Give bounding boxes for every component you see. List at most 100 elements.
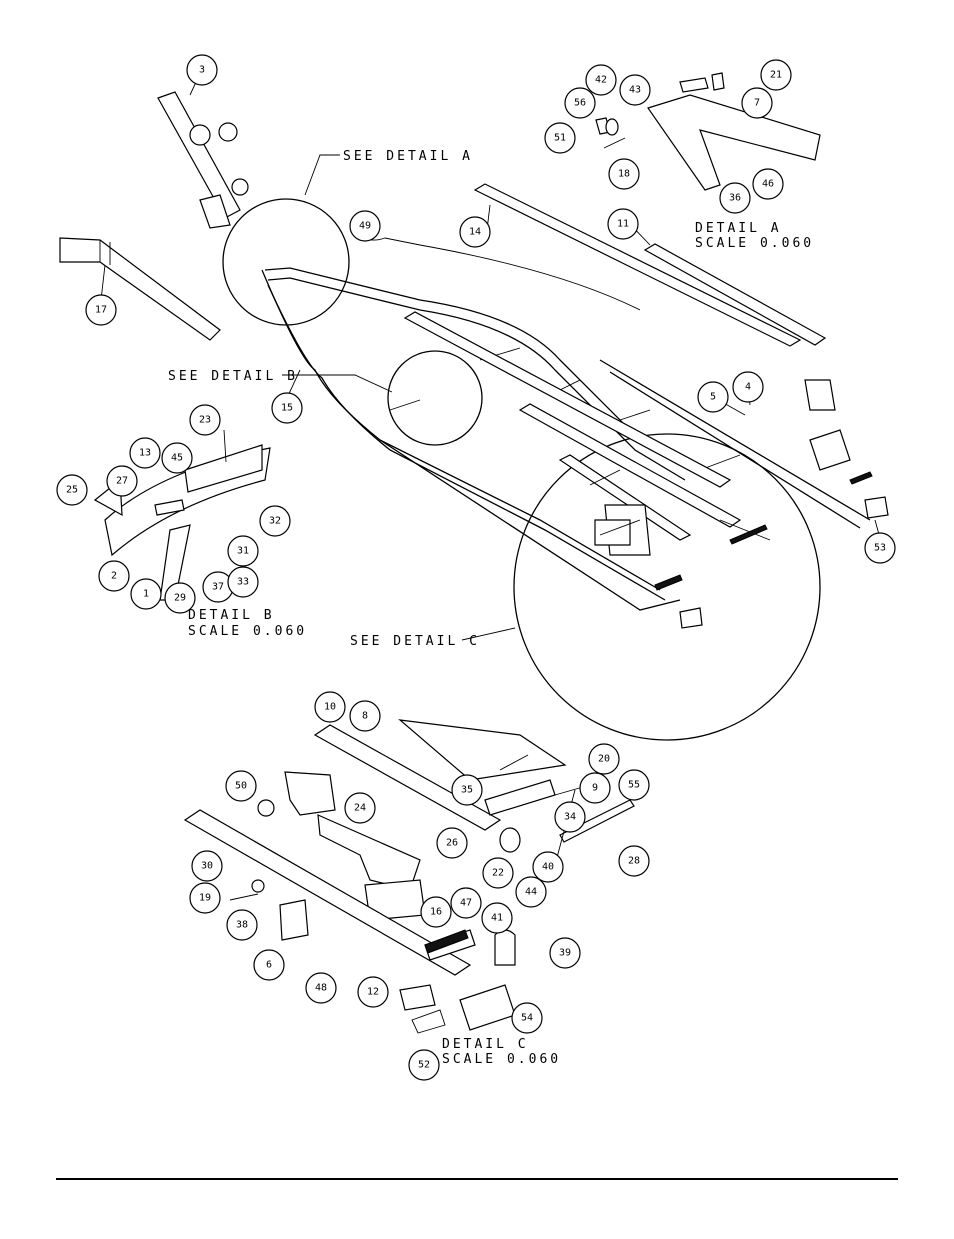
part-balloon-10: 10 <box>314 691 346 723</box>
balloon-number: 37 <box>212 582 224 593</box>
part-balloon-34: 34 <box>554 801 586 833</box>
part-balloon-23: 23 <box>189 404 221 436</box>
part-balloon-45: 45 <box>161 442 193 474</box>
detail-b-scale: SCALE 0.060 <box>188 624 307 639</box>
part-balloon-35: 35 <box>451 774 483 806</box>
winch-stand-3 <box>157 91 249 229</box>
balloon-number: 20 <box>598 754 610 765</box>
balloon-circle <box>227 535 259 567</box>
balloon-circle <box>349 210 381 242</box>
part-balloon-33: 33 <box>227 566 259 598</box>
balloon-circle <box>85 294 117 326</box>
balloon-number: 36 <box>729 193 741 204</box>
detail-b-title: DETAIL B <box>188 608 275 623</box>
balloon-circle <box>608 158 640 190</box>
balloon-number: 18 <box>618 169 630 180</box>
detail-a-title: DETAIL A <box>695 221 782 236</box>
tongue-17 <box>59 237 221 341</box>
balloon-circle <box>271 392 303 424</box>
balloon-number: 4 <box>745 382 751 393</box>
balloon-circle <box>98 560 130 592</box>
part-balloon-39: 39 <box>549 937 581 969</box>
balloon-circle <box>189 404 221 436</box>
part-balloon-51: 51 <box>544 122 576 154</box>
balloon-number: 52 <box>418 1060 430 1071</box>
balloon-circle <box>511 1002 543 1034</box>
balloon-number: 17 <box>95 305 107 316</box>
balloon-number: 33 <box>237 577 249 588</box>
part-balloon-27: 27 <box>106 465 138 497</box>
part-balloon-54: 54 <box>511 1002 543 1034</box>
balloon-circle <box>189 882 221 914</box>
balloon-circle <box>481 902 513 934</box>
balloon-circle <box>619 74 651 106</box>
balloon-number: 34 <box>564 812 576 823</box>
balloon-number: 23 <box>199 415 211 426</box>
part-balloon-8: 8 <box>349 700 381 732</box>
part-balloon-11: 11 <box>607 208 639 240</box>
part-balloon-20: 20 <box>588 743 620 775</box>
detail-b-assembly <box>93 429 271 601</box>
part-balloon-46: 46 <box>752 168 784 200</box>
balloon-number: 10 <box>324 702 336 713</box>
part-balloon-49: 49 <box>349 210 381 242</box>
balloon-circle <box>588 743 620 775</box>
balloon-circle <box>564 87 596 119</box>
part-balloon-21: 21 <box>760 59 792 91</box>
balloon-circle <box>129 437 161 469</box>
balloon-number: 46 <box>762 179 774 190</box>
balloon-number: 42 <box>595 75 607 86</box>
balloon-number: 29 <box>174 593 186 604</box>
balloon-number: 35 <box>461 785 473 796</box>
balloon-number: 16 <box>430 907 442 918</box>
balloon-circle <box>436 827 468 859</box>
balloon-number: 12 <box>367 987 379 998</box>
balloon-circle <box>719 182 751 214</box>
part-balloon-56: 56 <box>564 87 596 119</box>
balloon-circle <box>349 700 381 732</box>
balloon-number: 19 <box>199 893 211 904</box>
balloon-circle <box>459 216 491 248</box>
part-balloon-12: 12 <box>357 976 389 1008</box>
part-balloon-1: 1 <box>130 578 162 610</box>
part-balloon-9: 9 <box>579 772 611 804</box>
part-balloon-43: 43 <box>619 74 651 106</box>
balloon-number: 32 <box>269 516 281 527</box>
balloon-circle <box>314 691 346 723</box>
part-balloon-29: 29 <box>164 582 196 614</box>
part-balloon-7: 7 <box>741 87 773 119</box>
balloon-number: 15 <box>281 403 293 414</box>
balloon-circle <box>253 949 285 981</box>
main-frame <box>261 183 889 629</box>
part-balloon-22: 22 <box>482 857 514 889</box>
part-balloon-5: 5 <box>697 381 729 413</box>
balloon-circle <box>752 168 784 200</box>
part-balloon-2: 2 <box>98 560 130 592</box>
balloon-circle <box>482 857 514 889</box>
balloon-number: 11 <box>617 219 629 230</box>
part-balloon-19: 19 <box>189 882 221 914</box>
balloon-number: 41 <box>491 913 503 924</box>
balloon-number: 8 <box>362 711 368 722</box>
part-balloon-18: 18 <box>608 158 640 190</box>
balloon-number: 30 <box>201 861 213 872</box>
part-balloon-53: 53 <box>864 532 896 564</box>
balloon-circle <box>56 474 88 506</box>
balloon-number: 55 <box>628 780 640 791</box>
balloon-number: 50 <box>235 781 247 792</box>
balloon-circle <box>579 772 611 804</box>
detail-a-assembly <box>595 72 821 191</box>
balloon-number: 48 <box>315 983 327 994</box>
balloon-circle <box>164 582 196 614</box>
part-balloon-4: 4 <box>732 371 764 403</box>
balloon-number: 53 <box>874 543 886 554</box>
detail-c-assembly <box>183 719 635 1034</box>
part-balloon-26: 26 <box>436 827 468 859</box>
balloon-circle <box>515 876 547 908</box>
balloon-circle <box>585 64 617 96</box>
balloon-number: 9 <box>592 783 598 794</box>
balloon-number: 56 <box>574 98 586 109</box>
balloon-number: 47 <box>460 898 472 909</box>
